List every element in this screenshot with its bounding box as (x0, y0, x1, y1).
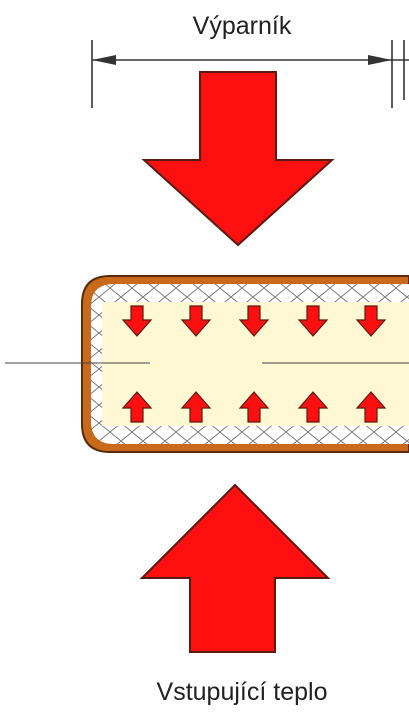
arrow-down-small-icon (297, 305, 329, 337)
arrow-up-small-icon (297, 391, 329, 423)
label-evaporator: Výparník (193, 12, 292, 40)
arrow-down-small-icon (180, 305, 212, 337)
arrow-down-small-icon (355, 305, 387, 337)
arrow-up-small-icon (355, 391, 387, 423)
arrow-down-icon (141, 71, 335, 247)
arrow-up-small-icon (238, 391, 270, 423)
arrow-down-small-icon (238, 305, 270, 337)
heat-pipe (5, 275, 409, 453)
dimension-evaporator: Výparník (91, 12, 409, 108)
dimension-arrowhead-right (368, 55, 392, 65)
arrow-up-small-icon (180, 391, 212, 423)
arrow-down-small-icon (121, 305, 153, 337)
dimension-arrowhead-left (92, 55, 116, 65)
arrow-up-small-icon (121, 391, 153, 423)
label-incoming-heat: Vstupující teplo (157, 678, 328, 706)
flow-arrows (121, 305, 387, 423)
arrow-up-icon (139, 483, 331, 653)
